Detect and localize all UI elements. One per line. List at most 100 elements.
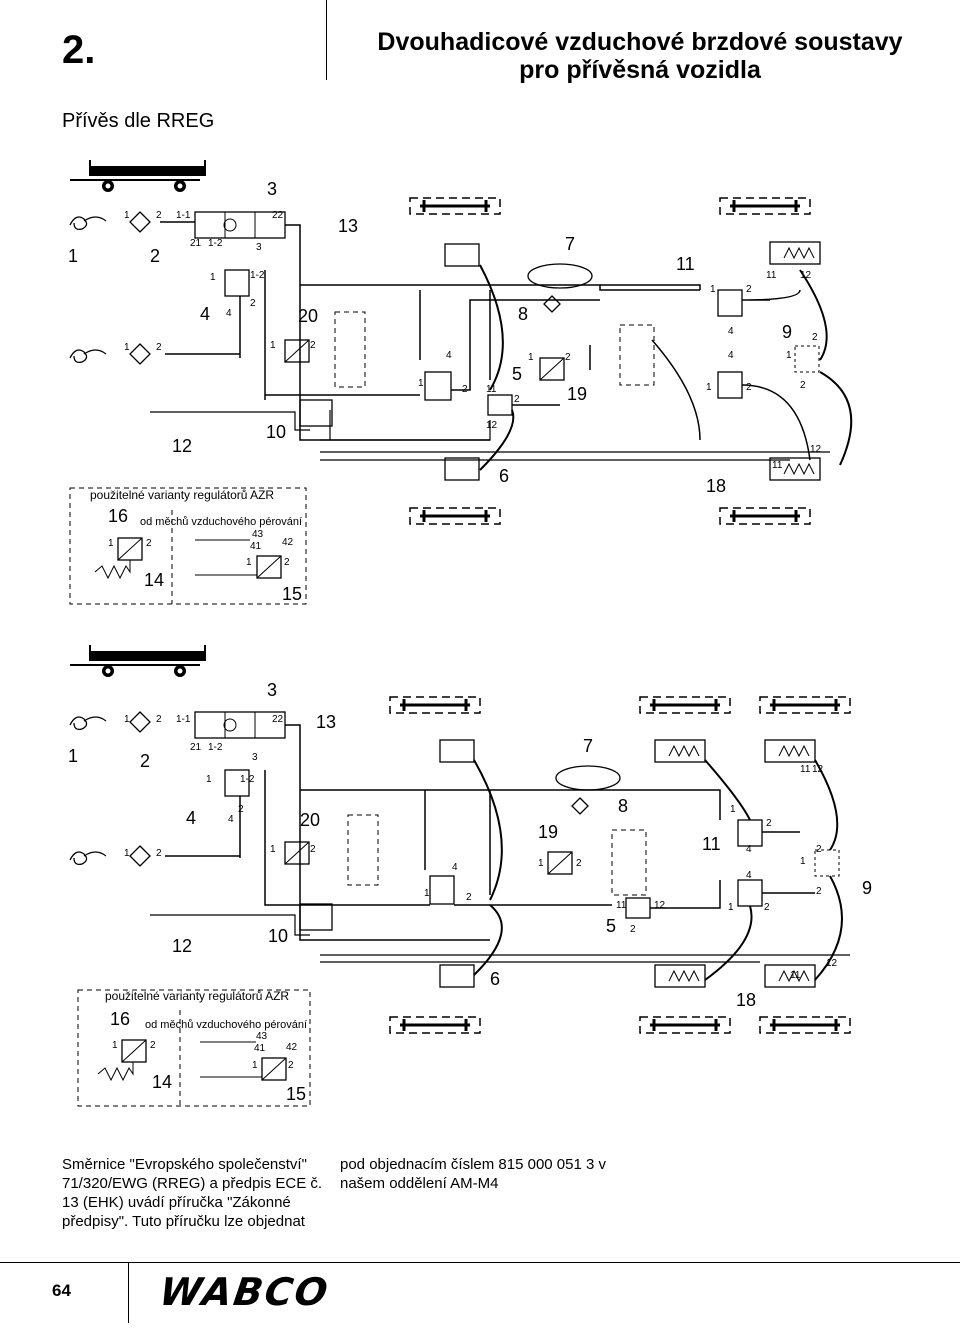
svg-text:2: 2: [250, 298, 256, 309]
svg-text:2: 2: [146, 538, 152, 549]
svg-text:2: 2: [462, 384, 468, 395]
svg-text:11: 11: [800, 764, 811, 775]
svg-text:19: 19: [538, 822, 558, 842]
svg-text:15: 15: [282, 584, 302, 604]
svg-text:1: 1: [252, 1060, 258, 1071]
svg-text:22: 22: [272, 210, 284, 221]
svg-text:2: 2: [156, 848, 162, 859]
svg-text:16: 16: [110, 1009, 130, 1029]
svg-text:10: 10: [268, 926, 288, 946]
svg-text:12: 12: [810, 444, 822, 455]
trailer-icon: [69, 159, 206, 193]
svg-text:8: 8: [518, 304, 528, 324]
svg-text:2: 2: [466, 892, 472, 903]
svg-text:19: 19: [567, 384, 587, 404]
svg-text:4: 4: [226, 308, 232, 319]
azr-variants-box-bottom: [77, 989, 311, 1107]
svg-text:11: 11: [702, 834, 721, 854]
svg-text:2: 2: [746, 284, 752, 295]
svg-text:7: 7: [565, 234, 575, 254]
svg-text:2: 2: [764, 902, 770, 913]
svg-text:3: 3: [267, 680, 277, 700]
svg-text:1: 1: [418, 378, 424, 389]
valve-20: [284, 339, 310, 363]
chapter-title-line1: Dvouhadicové vzduchové brzdové soustavy: [377, 28, 903, 56]
line-filter-2: [129, 343, 151, 365]
brake-wheel-top-right: [718, 196, 812, 216]
pressure-switch-5: [487, 394, 513, 416]
svg-text:5: 5: [512, 364, 522, 384]
svg-text:1: 1: [124, 848, 130, 859]
svg-text:1: 1: [124, 342, 130, 353]
filter-8: [543, 295, 561, 313]
svg-text:2: 2: [310, 844, 316, 855]
svg-text:2: 2: [156, 210, 162, 221]
coupling-head-supply: [69, 216, 107, 231]
svg-text:14: 14: [152, 1072, 172, 1092]
brake-wheel-bottom-right: [718, 506, 812, 526]
air-reservoir-7: [527, 263, 593, 289]
svg-text:12: 12: [800, 270, 812, 281]
coupling-head-supply-bottom: [69, 716, 107, 731]
svg-text:11: 11: [616, 900, 627, 911]
svg-text:12: 12: [486, 420, 498, 431]
alb-regulator-10-bottom: [299, 903, 333, 931]
svg-text:9: 9: [862, 878, 872, 898]
svg-text:2: 2: [514, 394, 520, 405]
relay-valve-11: [717, 289, 743, 317]
svg-text:18: 18: [736, 990, 756, 1010]
relay-valve-lower: [717, 371, 743, 399]
diagram-top: 3 1 2 4 20 13 7 8 11 9 5 19 12 10 6 18 1…: [68, 159, 853, 605]
svg-text:22: 22: [272, 714, 284, 725]
svg-text:11: 11: [790, 970, 801, 981]
svg-text:2: 2: [238, 804, 244, 815]
svg-text:3: 3: [252, 752, 258, 763]
svg-text:1: 1: [246, 557, 252, 568]
chapter-title: Dvouhadicové vzduchové brzdové soustavy …: [340, 28, 940, 84]
air-reservoir-7-bottom: [555, 765, 621, 791]
header-divider: [326, 0, 327, 80]
svg-text:2: 2: [565, 352, 571, 363]
svg-text:15: 15: [286, 1084, 306, 1104]
svg-text:12: 12: [172, 936, 192, 956]
svg-text:6: 6: [490, 969, 500, 989]
svg-text:1: 1: [108, 538, 114, 549]
svg-text:1: 1: [68, 746, 78, 766]
svg-text:1: 1: [112, 1040, 118, 1051]
svg-text:1: 1: [270, 340, 276, 351]
brake-wheel-bottom-left: [408, 506, 502, 526]
svg-text:4: 4: [446, 350, 452, 361]
svg-text:4: 4: [452, 862, 458, 873]
dashed-control-box: [334, 311, 366, 388]
svg-text:2: 2: [816, 886, 822, 897]
svg-text:18: 18: [706, 476, 726, 496]
svg-text:4: 4: [186, 808, 196, 828]
svg-text:12: 12: [826, 958, 838, 969]
brake-cylinder-front-left: [444, 243, 480, 267]
svg-text:42: 42: [282, 537, 294, 548]
brake-cylinder-rear-left: [444, 457, 480, 481]
svg-text:2: 2: [800, 380, 806, 391]
svg-text:11: 11: [486, 384, 497, 395]
svg-text:1: 1: [528, 352, 534, 363]
svg-text:12: 12: [172, 436, 192, 456]
svg-text:2: 2: [812, 332, 818, 343]
azr-variants-box-top: [69, 487, 307, 605]
svg-text:16: 16: [108, 506, 128, 526]
svg-text:2: 2: [156, 714, 162, 725]
svg-text:11: 11: [766, 270, 777, 281]
svg-text:1: 1: [210, 272, 216, 283]
svg-text:2: 2: [630, 924, 636, 935]
svg-text:12: 12: [654, 900, 666, 911]
svg-text:2: 2: [576, 858, 582, 869]
svg-text:7: 7: [583, 736, 593, 756]
svg-text:41: 41: [254, 1043, 266, 1054]
svg-text:4: 4: [728, 326, 734, 337]
svg-text:4: 4: [728, 350, 734, 361]
brake-schematics: 3 1 2 4 20 13 7 8 11 9 5 19 12 10 6 18 1…: [68, 159, 872, 1107]
valve-19: [539, 357, 565, 381]
svg-text:2: 2: [310, 340, 316, 351]
svg-text:41: 41: [250, 541, 262, 552]
azr-note-bottom: od měchů vzduchového pérování: [145, 1019, 307, 1031]
svg-text:1-2: 1-2: [208, 238, 223, 249]
